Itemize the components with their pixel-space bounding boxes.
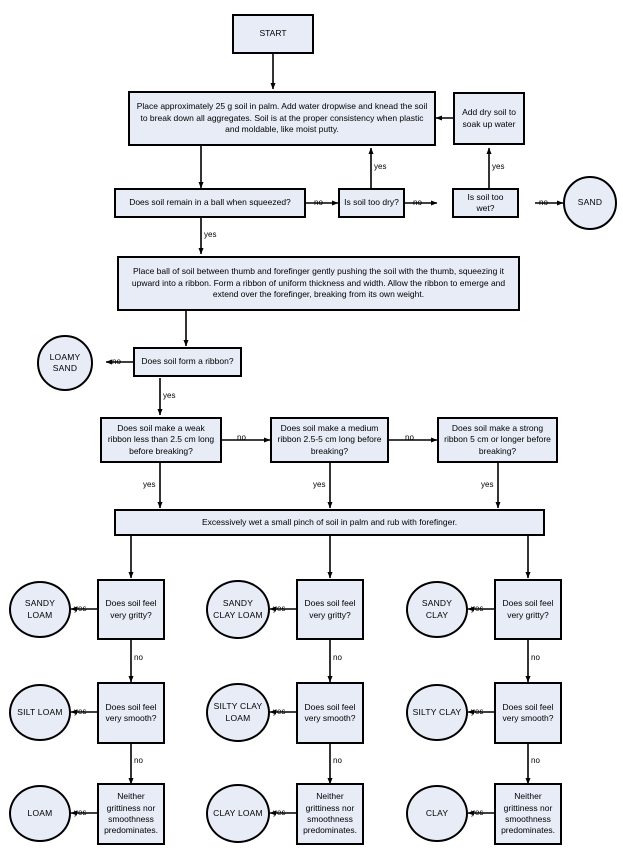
node-forms-ribbon[interactable]: Does soil form a ribbon? bbox=[133, 347, 242, 377]
node-loamy-sand[interactable]: LOAMY SAND bbox=[37, 335, 93, 391]
edge-label-weak-no: no bbox=[237, 433, 246, 442]
node-neither-1[interactable]: Neither grittiness nor smoothness predom… bbox=[97, 783, 165, 845]
edge-label-neither1-yes: yes bbox=[74, 808, 87, 817]
node-silt-loam-label: SILT LOAM bbox=[17, 706, 63, 717]
edge-label-strong-yes: yes bbox=[481, 480, 494, 489]
edge-label-smooth2-no: no bbox=[333, 756, 342, 765]
node-loam-label: LOAM bbox=[27, 807, 53, 818]
edge-label-gritty2-yes: yes bbox=[273, 604, 286, 613]
node-weak-ribbon-label: Does soil make a weak ribbon less than 2… bbox=[107, 422, 215, 456]
node-sandy-clay[interactable]: SANDY CLAY bbox=[406, 581, 468, 638]
node-gritty-1[interactable]: Does soil feel very gritty? bbox=[97, 579, 165, 640]
node-silty-clay-loam[interactable]: SILTY CLAY LOAM bbox=[206, 683, 270, 742]
node-clay-label: CLAY bbox=[425, 807, 449, 818]
node-clay[interactable]: CLAY bbox=[406, 785, 468, 842]
node-add-dry-soil[interactable]: Add dry soil to soak up water bbox=[453, 92, 525, 145]
node-gritty-2[interactable]: Does soil feel very gritty? bbox=[296, 579, 364, 640]
node-ribbon-instruction[interactable]: Place ball of soil between thumb and for… bbox=[117, 256, 520, 311]
node-weak-ribbon[interactable]: Does soil make a weak ribbon less than 2… bbox=[100, 417, 222, 463]
edge-label-smooth3-yes: yes bbox=[471, 707, 484, 716]
node-silty-clay-label: SILTY CLAY bbox=[412, 706, 462, 717]
node-wet-pinch-label: Excessively wet a small pinch of soil in… bbox=[201, 516, 458, 527]
node-too-wet[interactable]: Is soil too wet? bbox=[452, 188, 519, 218]
edge-label-gritty2-no: no bbox=[333, 653, 342, 662]
node-forms-ribbon-label: Does soil form a ribbon? bbox=[141, 356, 234, 367]
node-ball-test-label: Does soil remain in a ball when squeezed… bbox=[129, 197, 291, 208]
node-smooth-3-label: Does soil feel very smooth? bbox=[502, 701, 554, 723]
node-too-dry[interactable]: Is soil too dry? bbox=[338, 188, 405, 218]
node-neither-3-label: Neither grittiness nor smoothness predom… bbox=[501, 791, 555, 836]
node-prepare-sample[interactable]: Place approximately 25 g soil in palm. A… bbox=[128, 91, 436, 146]
node-smooth-2-label: Does soil feel very smooth? bbox=[304, 701, 356, 723]
node-sandy-clay-loam-label: SANDY CLAY LOAM bbox=[213, 598, 263, 620]
node-smooth-2[interactable]: Does soil feel very smooth? bbox=[296, 682, 364, 744]
node-smooth-1-label: Does soil feel very smooth? bbox=[105, 701, 157, 723]
edge-label-neither3-yes: yes bbox=[471, 808, 484, 817]
node-neither-2-label: Neither grittiness nor smoothness predom… bbox=[303, 791, 357, 836]
node-prepare-sample-label: Place approximately 25 g soil in palm. A… bbox=[136, 101, 428, 135]
edge-label-ball-yes: yes bbox=[204, 230, 217, 239]
node-neither-1-label: Neither grittiness nor smoothness predom… bbox=[104, 791, 158, 836]
node-silty-clay[interactable]: SILTY CLAY bbox=[406, 684, 468, 741]
node-sandy-loam[interactable]: SANDY LOAM bbox=[9, 581, 71, 638]
node-add-dry-soil-label: Add dry soil to soak up water bbox=[462, 107, 516, 129]
node-medium-ribbon[interactable]: Does soil make a medium ribbon 2.5-5 cm … bbox=[270, 417, 389, 463]
node-neither-3[interactable]: Neither grittiness nor smoothness predom… bbox=[494, 783, 562, 845]
node-start[interactable]: START bbox=[232, 14, 314, 54]
edge-label-wet-yes: yes bbox=[492, 162, 505, 171]
edge-label-smooth3-no: no bbox=[531, 756, 540, 765]
edge-label-smooth1-no: no bbox=[134, 756, 143, 765]
node-loam[interactable]: LOAM bbox=[9, 785, 71, 842]
node-sandy-clay-loam[interactable]: SANDY CLAY LOAM bbox=[206, 580, 270, 639]
node-smooth-3[interactable]: Does soil feel very smooth? bbox=[494, 682, 562, 744]
node-silt-loam[interactable]: SILT LOAM bbox=[9, 684, 71, 741]
edge-label-dry-yes: yes bbox=[374, 162, 387, 171]
node-silty-clay-loam-label: SILTY CLAY LOAM bbox=[213, 701, 263, 723]
node-sand[interactable]: SAND bbox=[563, 176, 617, 230]
node-clay-loam-label: CLAY LOAM bbox=[213, 807, 263, 818]
edge-label-ribbon-yes: yes bbox=[163, 391, 176, 400]
node-ribbon-instruction-label: Place ball of soil between thumb and for… bbox=[131, 266, 506, 300]
node-too-wet-label: Is soil too wet? bbox=[467, 191, 504, 213]
edge-label-smooth2-yes: yes bbox=[273, 707, 286, 716]
edge-label-weak-yes: yes bbox=[143, 480, 156, 489]
edge-label-wet-no: no bbox=[539, 198, 548, 207]
node-loamy-sand-label: LOAMY SAND bbox=[49, 351, 81, 373]
node-start-label: START bbox=[259, 28, 287, 39]
edge-label-ribbon-no: no bbox=[112, 357, 121, 366]
node-sandy-clay-label: SANDY CLAY bbox=[421, 598, 453, 620]
node-gritty-2-label: Does soil feel very gritty? bbox=[304, 598, 356, 620]
node-gritty-3[interactable]: Does soil feel very gritty? bbox=[494, 579, 562, 640]
edge-label-gritty1-yes: yes bbox=[74, 604, 87, 613]
node-strong-ribbon[interactable]: Does soil make a strong ribbon 5 cm or l… bbox=[437, 417, 558, 463]
node-too-dry-label: Is soil too dry? bbox=[344, 197, 399, 208]
node-medium-ribbon-label: Does soil make a medium ribbon 2.5-5 cm … bbox=[277, 422, 382, 456]
edge-label-gritty3-yes: yes bbox=[471, 604, 484, 613]
node-gritty-1-label: Does soil feel very gritty? bbox=[105, 598, 157, 620]
node-ball-test[interactable]: Does soil remain in a ball when squeezed… bbox=[114, 188, 306, 218]
edge-label-medium-no: no bbox=[405, 433, 414, 442]
edge-label-smooth1-yes: yes bbox=[74, 707, 87, 716]
edge-label-dry-no: no bbox=[413, 198, 422, 207]
node-clay-loam[interactable]: CLAY LOAM bbox=[206, 784, 270, 843]
node-neither-2[interactable]: Neither grittiness nor smoothness predom… bbox=[296, 783, 364, 845]
edge-label-ball-no: no bbox=[314, 198, 323, 207]
edge-label-gritty3-no: no bbox=[531, 653, 540, 662]
node-strong-ribbon-label: Does soil make a strong ribbon 5 cm or l… bbox=[444, 422, 551, 456]
edge-label-neither2-yes: yes bbox=[273, 808, 286, 817]
node-sandy-loam-label: SANDY LOAM bbox=[24, 598, 56, 620]
node-smooth-1[interactable]: Does soil feel very smooth? bbox=[97, 682, 165, 744]
edge-label-gritty1-no: no bbox=[134, 653, 143, 662]
node-wet-pinch[interactable]: Excessively wet a small pinch of soil in… bbox=[114, 509, 545, 536]
node-gritty-3-label: Does soil feel very gritty? bbox=[502, 598, 554, 620]
node-sand-label: SAND bbox=[577, 197, 603, 208]
edge-label-medium-yes: yes bbox=[313, 480, 326, 489]
